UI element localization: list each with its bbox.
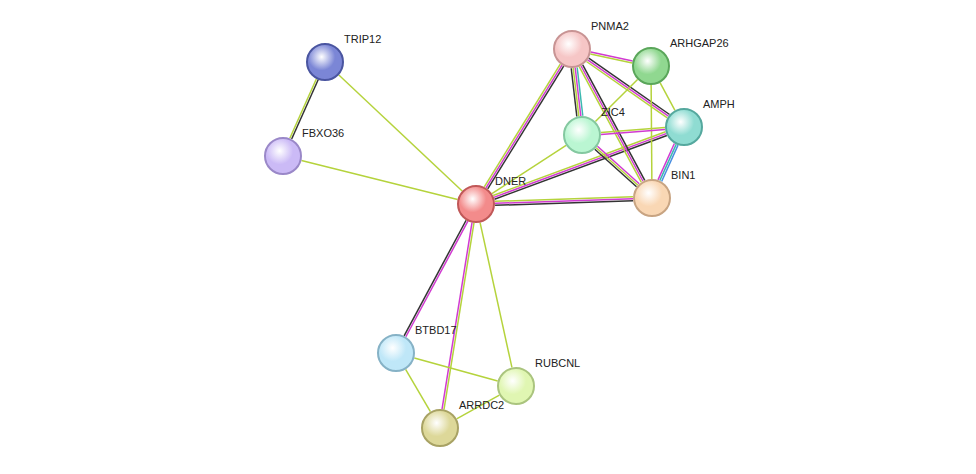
interaction-edge [495,197,633,206]
evidence-line [595,79,637,121]
evidence-line [301,161,457,200]
evidence-line [601,129,665,134]
node-label: ARRDC2 [459,399,504,411]
evidence-line [660,83,675,111]
interaction-edge [406,369,431,411]
evidence-line [442,223,472,409]
evidence-line [596,148,638,186]
node-label: ARHGAP26 [670,37,729,49]
protein-node: DNER [457,185,495,223]
node-label: RUBCNL [535,357,580,369]
evidence-line [480,223,512,368]
interaction-edge [414,358,497,381]
interaction-edge [601,127,665,134]
node-label: TRIP12 [344,33,381,45]
interaction-edge [595,146,639,187]
interaction-edge [651,85,653,179]
node-label: FBXO36 [302,127,344,139]
evidence-line [597,146,639,184]
evidence-line [414,358,497,381]
evidence-line [339,75,462,191]
evidence-line [571,68,577,116]
interaction-edge [301,161,457,200]
interaction-edge [571,68,583,117]
node-label: ZIC4 [601,106,625,118]
protein-node: TRIP12 [306,43,344,81]
evidence-line [650,85,652,179]
node-label: DNER [495,175,526,187]
evidence-line [595,149,637,187]
protein-node: BTBD17 [377,334,415,372]
protein-node: ARHGAP26 [632,47,670,85]
evidence-line [495,201,633,206]
interaction-edge [660,83,675,111]
interaction-edge [595,79,637,121]
protein-node: FBXO36 [264,137,302,175]
interaction-edge [590,52,632,63]
evidence-line [488,66,564,189]
protein-node: BIN1 [633,179,671,217]
node-label: BIN1 [671,169,695,181]
evidence-line [590,54,632,63]
interaction-edge [442,223,474,410]
interaction-edge [339,75,462,191]
interaction-edge [484,64,563,189]
node-label: AMPH [703,98,735,110]
protein-node: ZIC4 [563,116,601,154]
evidence-line [484,64,560,187]
evidence-line [444,223,474,409]
evidence-line [486,65,562,188]
protein-node: PNMA2 [553,30,591,68]
node-label: PNMA2 [591,20,629,32]
node-label: BTBD17 [415,324,457,336]
interaction-edge [480,223,512,368]
protein-node: AMPH [665,108,703,146]
evidence-line [406,369,431,411]
protein-node: ARRDC2 [421,409,459,447]
evidence-line [591,52,633,61]
